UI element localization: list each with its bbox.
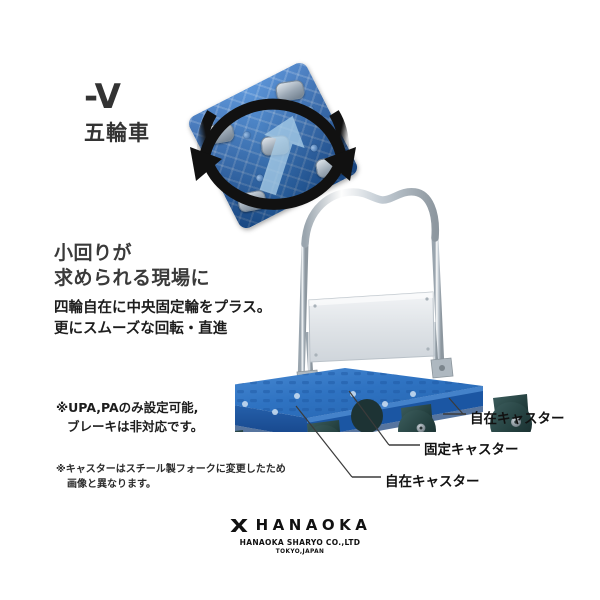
callout-label-rear-swivel-caster: 自在キャスター [470,411,565,427]
note-secondary: ※キャスターはスチール製フォークに変更したため 画像と異なります。 [56,462,286,492]
far-fixed-caster [351,399,383,432]
note-primary: ※UPA,PAのみ設定可能, ブレーキは非対応です。 [56,399,203,436]
callout-label-front-swivel-caster: 自在キャスター [385,474,480,490]
folding-handle [296,188,454,391]
center-fixed-caster [398,404,436,432]
note-primary-line-2: ブレーキは非対応です。 [67,418,204,434]
headline-line-1: 小回りが [54,242,133,264]
footer-branding: HANAOKA HANAOKA SHARYO CO.,LTD TOKYO,JAP… [0,516,600,555]
forward-arrow-icon [259,115,305,196]
note-primary-line-1: ※UPA,PAのみ設定可能, [56,400,199,415]
rotation-diagram [182,55,364,235]
subcopy: 四輪自在に中央固定輪をプラス。 更にスムーズな回転・直進 [54,298,271,339]
subcopy-line-1: 四輪自在に中央固定輪をプラス。 [54,300,272,316]
company-location: TOKYO,JAPAN [275,549,325,555]
note-secondary-line-1: ※キャスターはスチール製フォークに変更したため [56,464,286,475]
headline: 小回りが 求められる現場に [54,241,210,292]
brand-name: HANAOKA [255,516,372,534]
note-secondary-line-2: 画像と異なります。 [67,479,156,490]
rear-swivel-caster [490,394,532,432]
brand-row: HANAOKA [0,516,600,534]
company-name: HANAOKA SHARYO CO.,LTD [239,538,361,547]
cart-underside-photo [185,59,361,232]
front-swivel-caster [235,430,244,432]
subcopy-line-2: 更にスムーズな回転・直進 [54,320,228,337]
callout-label-center-fixed-caster: 固定キャスター [424,442,519,458]
platform-hand-truck-photo [235,188,532,432]
rotation-arrow-ring-icon [190,98,356,210]
headline-line-2: 求められる現場に [54,267,211,290]
hanaoka-logo-mark-icon [230,518,248,532]
model-code: -V [84,77,121,117]
model-badge: -V 五輪車 [84,80,204,144]
model-name: 五輪車 [84,121,150,145]
